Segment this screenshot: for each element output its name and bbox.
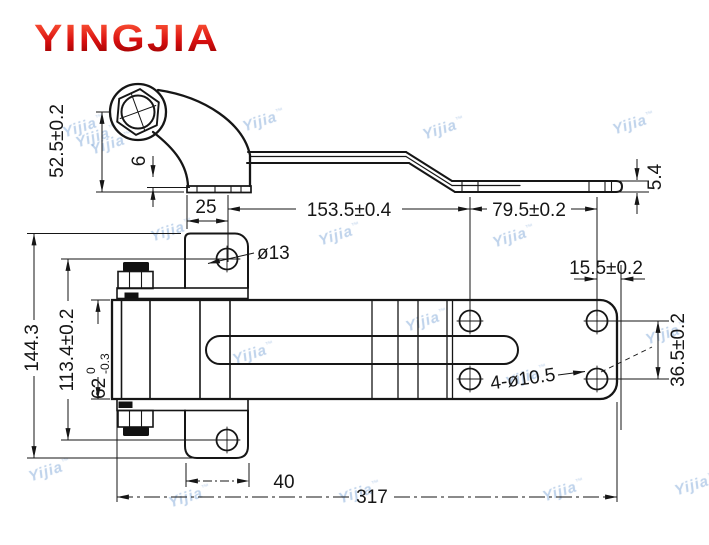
yingjia-logo: YINGJIA	[34, 18, 220, 60]
foot-ticks	[196, 185, 242, 194]
dim-overall-height: 144.3	[22, 324, 43, 372]
gooseneck-outer-curve	[156, 88, 252, 188]
upper-bolt	[117, 262, 154, 290]
hinge-head-hex	[116, 88, 160, 136]
strap-profile	[246, 151, 624, 193]
dim-knuckle-width: 62 0 -0.3	[84, 353, 112, 399]
upper-bracket	[184, 232, 249, 289]
svg-text:-0.3: -0.3	[98, 353, 112, 374]
dim-plate-hole-spacing: 36.5±0.2	[668, 313, 689, 387]
gooseneck-inner-curve	[151, 130, 190, 188]
dim-mid-span: 153.5±0.4	[307, 200, 392, 221]
hinge-head-outer-circle	[108, 82, 168, 142]
dim-end-span: 79.5±0.2	[492, 200, 566, 221]
plan-internal-lines	[120, 299, 454, 400]
plan-outline	[110, 298, 619, 401]
dim-foot-offset: 25	[195, 197, 216, 218]
dimensions	[27, 111, 669, 502]
side-view	[108, 82, 624, 194]
dim-hole-edge: 15.5±0.2	[569, 258, 643, 279]
lower-bolt	[117, 409, 154, 436]
hinge-head-inner-circle	[120, 94, 156, 130]
dim-head-height: 52.5±0.2	[47, 104, 68, 178]
head-cross-line	[131, 93, 145, 131]
lower-bar	[116, 398, 249, 412]
leader-hole13	[207, 252, 255, 264]
dim-strap-thickness: 5.4	[645, 163, 666, 190]
strap-slot	[205, 335, 519, 365]
lower-bar-pad	[118, 401, 133, 408]
dim-bracket-width: 40	[273, 472, 294, 493]
label-plate-holes: 4-ø10.5	[489, 365, 557, 395]
label-bracket-hole: ø13	[257, 243, 290, 264]
dimension-labels: 52.5±0.2 6 25 153.5±0.4 79.5±0.2 5.4 144…	[22, 104, 689, 508]
leader-holes105-dashed	[600, 346, 653, 373]
dim-hole-spacing-v: 113.4±0.2	[57, 309, 78, 392]
strap-hole-ticks	[461, 180, 613, 193]
lower-bracket	[184, 409, 249, 459]
svg-text:0: 0	[84, 367, 98, 374]
svg-text:62: 62	[89, 378, 110, 399]
foot-outline	[186, 185, 252, 194]
dim-overall-length: 317	[356, 487, 388, 508]
dim-pad-thickness: 6	[129, 156, 150, 167]
leader-holes105	[557, 370, 586, 376]
upper-bar	[116, 287, 249, 300]
plan-view	[110, 232, 619, 459]
upper-bar-pad	[124, 292, 139, 299]
